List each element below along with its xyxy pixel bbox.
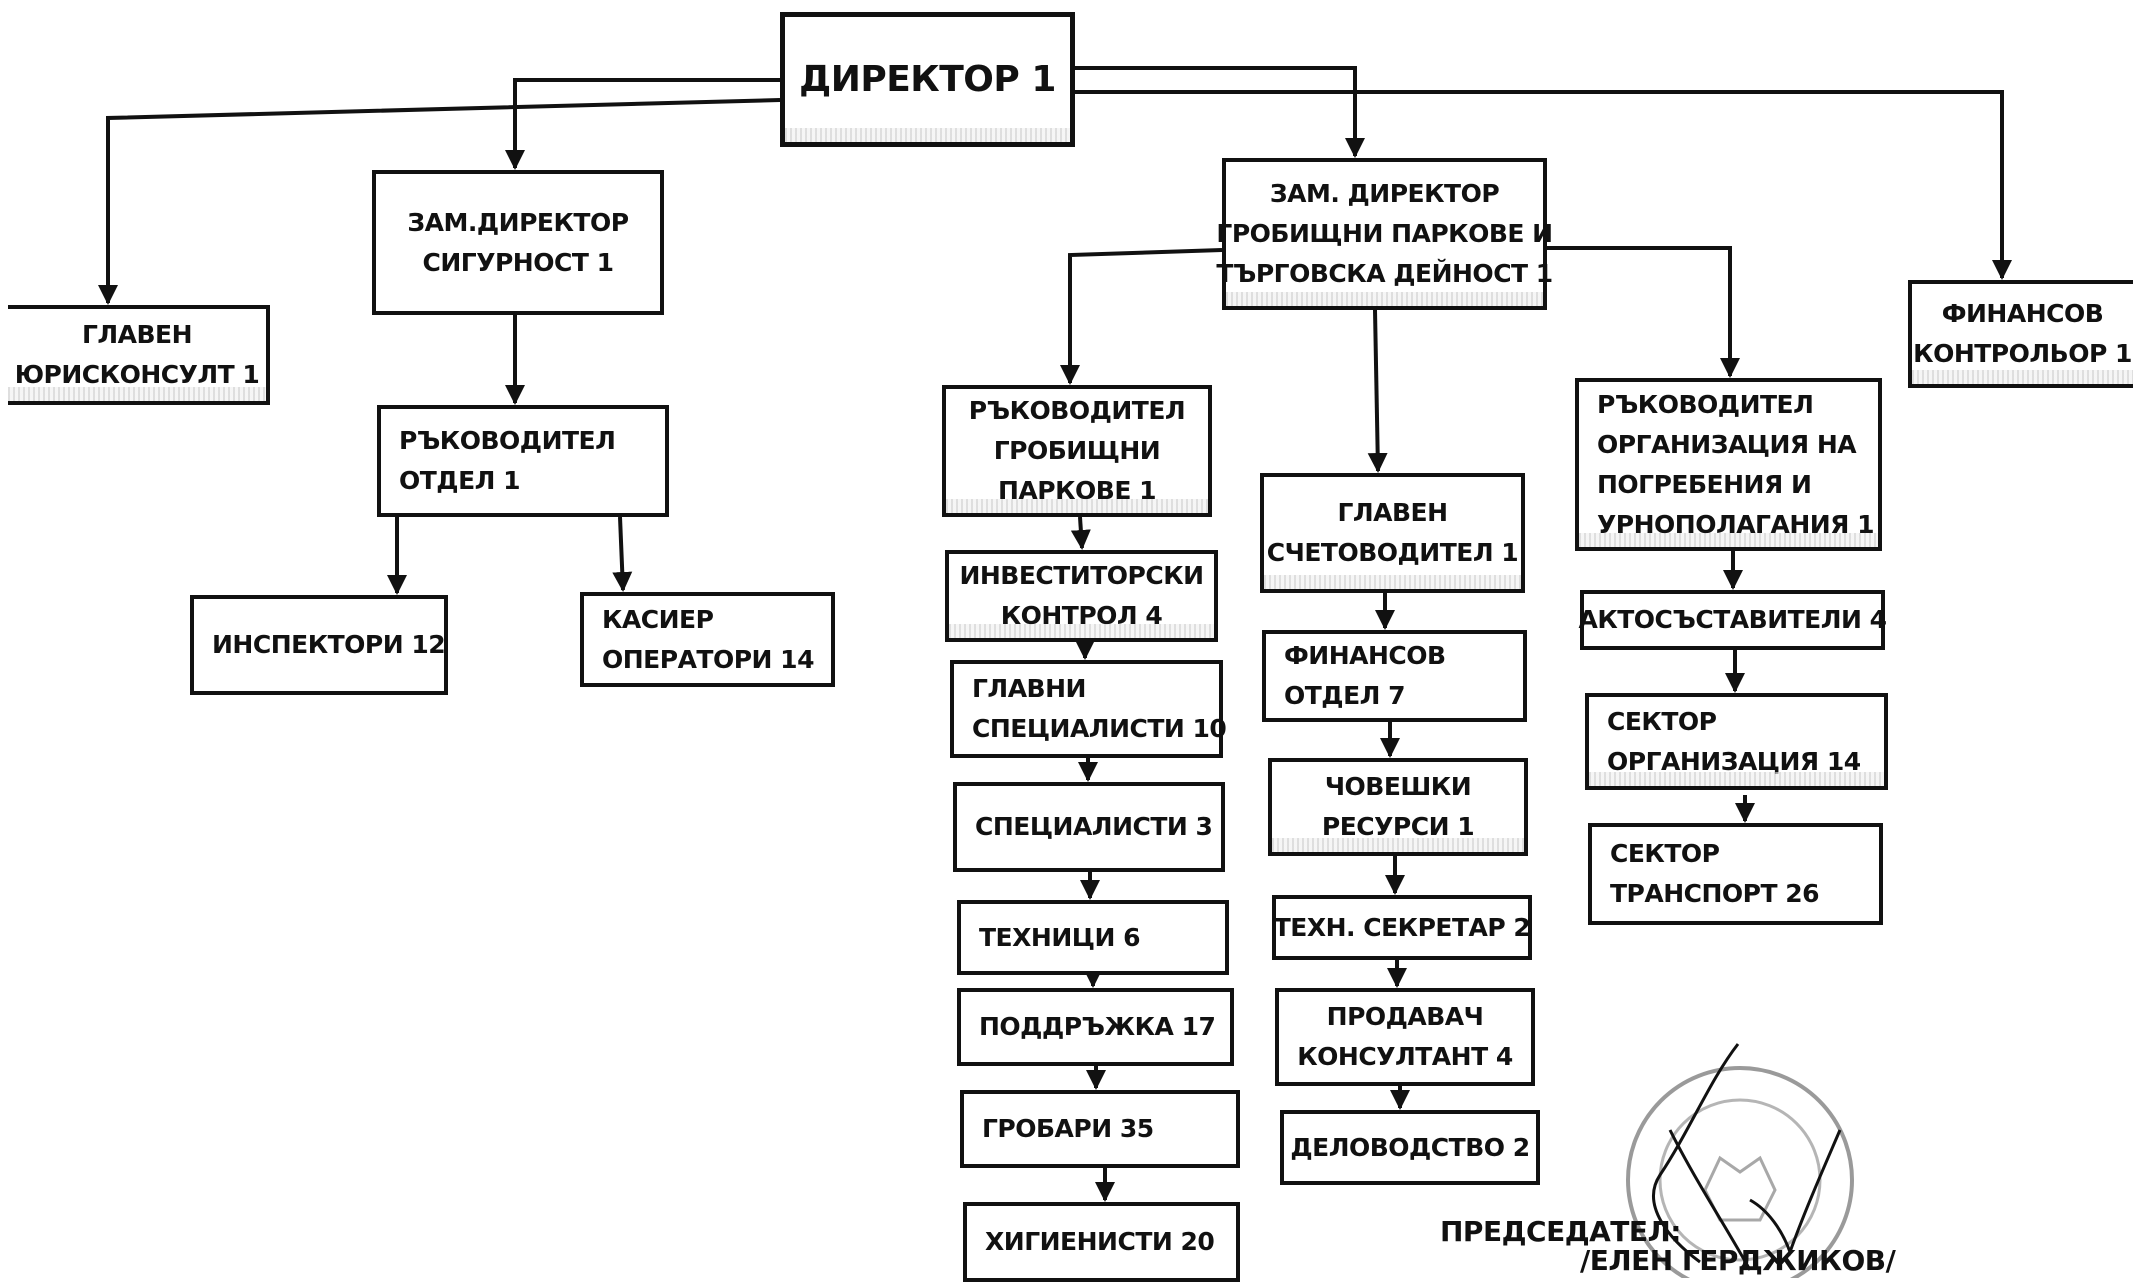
sector-transport-line-1: СЕКТОР bbox=[1610, 839, 1720, 868]
deputy-security-box: ЗАМ.ДИРЕКТОР СИГУРНОСТ 1 bbox=[372, 170, 664, 315]
sales-consultant-line-1: ПРОДАВАЧ bbox=[1326, 1002, 1484, 1031]
technicians-box: ТЕХНИЦИ 6 bbox=[957, 900, 1229, 975]
sales-consultant-box: ПРОДАВАЧ КОНСУЛТАНТ 4 bbox=[1275, 988, 1535, 1086]
connector-director-to-deputy-security bbox=[505, 78, 780, 170]
head-department-line-2: ОТДЕЛ 1 bbox=[399, 466, 521, 495]
cashier-operators-line-1: КАСИЕР bbox=[602, 604, 714, 634]
director-box: ДИРЕКТОР 1 bbox=[780, 12, 1075, 147]
head-parks-line-2: ГРОБИЩНИ bbox=[993, 436, 1161, 465]
inspectors-label: ИНСПЕКТОРИ 12 bbox=[212, 630, 446, 659]
technicians-label: ТЕХНИЦИ 6 bbox=[979, 922, 1140, 952]
inspectors-box: ИНСПЕКТОРИ 12 bbox=[190, 595, 448, 695]
hygienists-label: ХИГИЕНИСТИ 20 bbox=[985, 1227, 1215, 1256]
human-resources-line-2: РЕСУРСИ 1 bbox=[1321, 812, 1475, 841]
director-label: ДИРЕКТОР 1 bbox=[799, 58, 1056, 100]
tech-secretary-label: ТЕХН. СЕКРЕТАР 2 bbox=[1273, 912, 1531, 942]
finance-department-box: ФИНАНСОВ ОТДЕЛ 7 bbox=[1262, 630, 1527, 722]
signature-role: ПРЕДСЕДАТЕЛ: bbox=[1440, 1215, 1681, 1248]
stamp-outer-ring bbox=[1626, 1066, 1854, 1278]
connector-deputy-parks-to-head-funerals bbox=[1547, 246, 1740, 378]
investor-control-line-2: КОНТРОЛ 4 bbox=[1000, 601, 1163, 630]
financial-controller-line-1: ФИНАНСОВ bbox=[1941, 299, 2104, 328]
connector-director-to-chief-legal bbox=[98, 98, 781, 305]
sector-transport-box: СЕКТОР ТРАНСПОРТ 26 bbox=[1588, 823, 1883, 925]
tech-secretary-box: ТЕХН. СЕКРЕТАР 2 bbox=[1272, 895, 1532, 960]
gravediggers-box: ГРОБАРИ 35 bbox=[960, 1090, 1240, 1168]
connector-deputy-parks-to-chief-accountant bbox=[1367, 309, 1388, 473]
deputy-security-line-1: ЗАМ.ДИРЕКТОР bbox=[407, 207, 629, 237]
signature-stroke-1 bbox=[1652, 1043, 1740, 1264]
head-department-box: РЪКОВОДИТЕЛ ОТДЕЛ 1 bbox=[377, 405, 669, 517]
connector-deputy-parks-to-head-parks bbox=[1060, 248, 1223, 385]
sales-consultant-line-2: КОНСУЛТАНТ 4 bbox=[1297, 1042, 1513, 1071]
sector-organization-box: СЕКТОР ОРГАНИЗАЦИЯ 14 bbox=[1585, 693, 1888, 790]
chief-legal-line-1: ГЛАВЕН bbox=[81, 320, 193, 349]
signature-name: /ЕЛЕН ГЕРДЖИКОВ/ bbox=[1580, 1244, 1896, 1277]
connector-director-to-financial-controller bbox=[1075, 90, 2012, 280]
connector-director-to-deputy-parks bbox=[1075, 66, 1365, 158]
head-funerals-box: РЪКОВОДИТЕЛ ОРГАНИЗАЦИЯ НА ПОГРЕБЕНИЯ И … bbox=[1575, 378, 1882, 551]
chief-specialists-line-2: СПЕЦИАЛИСТИ 10 bbox=[972, 714, 1227, 743]
signature-stroke-2 bbox=[1668, 1129, 1752, 1271]
deputy-parks-box: ЗАМ. ДИРЕКТОР ГРОБИЩНИ ПАРКОВЕ И ТЪРГОВС… bbox=[1216, 158, 1553, 310]
human-resources-box: ЧОВЕШКИ РЕСУРСИ 1 bbox=[1268, 758, 1528, 856]
chief-specialists-line-1: ГЛАВНИ bbox=[972, 674, 1086, 703]
head-funerals-line-2: ОРГАНИЗАЦИЯ НА bbox=[1597, 429, 1857, 459]
head-parks-line-3: ПАРКОВЕ 1 bbox=[997, 476, 1157, 505]
specialists-label: СПЕЦИАЛИСТИ 3 bbox=[975, 812, 1213, 841]
deputy-parks-line-2: ГРОБИЩНИ ПАРКОВЕ И bbox=[1216, 219, 1553, 248]
finance-department-line-2: ОТДЕЛ 7 bbox=[1284, 681, 1406, 710]
sector-organization-line-2: ОРГАНИЗАЦИЯ 14 bbox=[1607, 746, 1861, 776]
signature-block: ПРЕДСЕДАТЕЛ: /ЕЛЕН ГЕРДЖИКОВ/ bbox=[1440, 1215, 1896, 1277]
chief-accountant-box: ГЛАВЕН СЧЕТОВОДИТЕЛ 1 bbox=[1260, 473, 1525, 593]
chief-accountant-line-1: ГЛАВЕН bbox=[1337, 498, 1448, 527]
investor-control-line-1: ИНВЕСТИТОРСКИ bbox=[959, 561, 1204, 590]
hygienists-box: ХИГИЕНИСТИ 20 bbox=[963, 1202, 1240, 1282]
maintenance-label: ПОДДРЪЖКА 17 bbox=[979, 1012, 1216, 1041]
human-resources-line-1: ЧОВЕШКИ bbox=[1324, 772, 1472, 801]
chief-legal-line-2: ЮРИСКОНСУЛТ 1 bbox=[14, 360, 260, 389]
financial-controller-box: ФИНАНСОВ КОНТРОЛЬОР 1 bbox=[1908, 280, 2133, 388]
head-parks-box: РЪКОВОДИТЕЛ ГРОБИЩНИ ПАРКОВЕ 1 bbox=[942, 385, 1212, 517]
cashier-operators-box: КАСИЕР ОПЕРАТОРИ 14 bbox=[580, 592, 835, 687]
investor-control-box: ИНВЕСТИТОРСКИ КОНТРОЛ 4 bbox=[945, 550, 1218, 642]
chief-specialists-box: ГЛАВНИ СПЕЦИАЛИСТИ 10 bbox=[950, 660, 1227, 758]
chief-legal-box: ГЛАВЕН ЮРИСКОНСУЛТ 1 bbox=[8, 305, 270, 405]
financial-controller-line-2: КОНТРОЛЬОР 1 bbox=[1913, 339, 2132, 368]
cashier-operators-line-2: ОПЕРАТОРИ 14 bbox=[602, 644, 814, 674]
head-funerals-line-3: ПОГРЕБЕНИЯ И bbox=[1597, 469, 1812, 499]
chief-accountant-line-2: СЧЕТОВОДИТЕЛ 1 bbox=[1266, 538, 1519, 567]
connector-head-department-to-cashier bbox=[612, 516, 633, 592]
signature-stroke-3 bbox=[1749, 1129, 1842, 1257]
sector-transport-line-2: ТРАНСПОРТ 26 bbox=[1610, 879, 1820, 908]
specialists-box: СПЕЦИАЛИСТИ 3 bbox=[953, 782, 1225, 872]
head-funerals-line-4: УРНОПОЛАГАНИЯ 1 bbox=[1597, 509, 1875, 539]
records-office-box: ДЕЛОВОДСТВО 2 bbox=[1280, 1110, 1540, 1185]
head-department-line-1: РЪКОВОДИТЕЛ bbox=[399, 426, 616, 455]
stamp-emblem bbox=[1703, 1155, 1777, 1222]
deputy-parks-line-1: ЗАМ. ДИРЕКТОР bbox=[1269, 179, 1500, 208]
records-office-label: ДЕЛОВОДСТВО 2 bbox=[1290, 1132, 1530, 1162]
finance-department-line-1: ФИНАНСОВ bbox=[1284, 641, 1446, 670]
gravediggers-label: ГРОБАРИ 35 bbox=[982, 1114, 1154, 1143]
act-compilers-label: АКТОСЪСТАВИТЕЛИ 4 bbox=[1578, 605, 1887, 634]
maintenance-box: ПОДДРЪЖКА 17 bbox=[957, 988, 1234, 1066]
head-funerals-line-1: РЪКОВОДИТЕЛ bbox=[1597, 389, 1814, 419]
head-parks-line-1: РЪКОВОДИТЕЛ bbox=[968, 396, 1186, 425]
act-compilers-box: АКТОСЪСТАВИТЕЛИ 4 bbox=[1578, 590, 1887, 650]
connector-head-parks-to-investor bbox=[1070, 516, 1091, 550]
sector-organization-line-1: СЕКТОР bbox=[1607, 706, 1717, 736]
official-stamp-with-signature bbox=[1626, 1043, 1854, 1278]
deputy-security-line-2: СИГУРНОСТ 1 bbox=[422, 247, 614, 277]
deputy-parks-line-3: ТЪРГОВСКА ДЕЙНОСТ 1 bbox=[1216, 259, 1553, 288]
